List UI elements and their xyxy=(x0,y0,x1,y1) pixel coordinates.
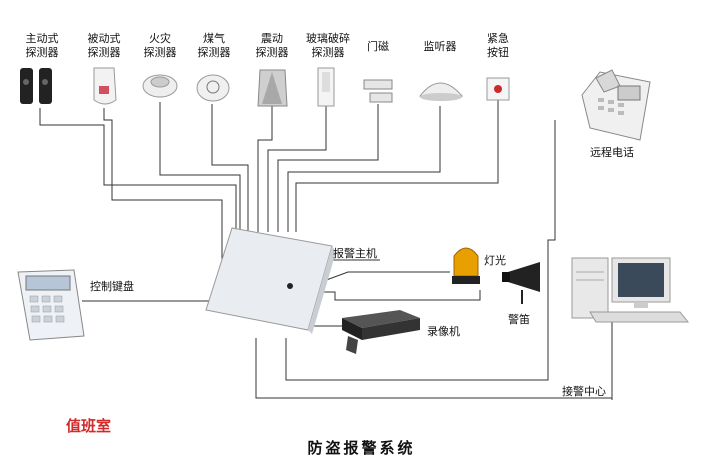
wire-glass-detector xyxy=(267,106,327,232)
sensor-label-active: 主动式 探测器 xyxy=(12,32,72,60)
host-label: 报警主机 xyxy=(333,247,377,260)
sensor-label-line1: 火灾 xyxy=(149,32,171,45)
wire-light xyxy=(309,271,450,287)
sensor-label-line1: 紧急 xyxy=(487,32,509,45)
sensor-label-passive: 被动式 探测器 xyxy=(74,32,134,60)
sensor-label-line2: 探测器 xyxy=(143,46,177,59)
sensor-label-line1: 主动式 xyxy=(25,32,59,45)
sensor-label-line1: 玻璃破碎 xyxy=(306,32,350,45)
alarm-host-box xyxy=(205,227,336,334)
wire-door-magnet xyxy=(277,104,379,232)
wire-active-detector xyxy=(39,108,237,232)
sensor-label-line2: 探测器 xyxy=(255,46,289,59)
sensor-label-fire: 火灾 探测器 xyxy=(130,32,190,60)
smoke-detector-icon xyxy=(142,74,178,98)
sensor-label-line2: 按钮 xyxy=(487,46,509,59)
emergency-button-icon xyxy=(486,77,510,101)
diagram-title: 防盗报警系统 xyxy=(307,439,416,457)
sensor-label-glass: 玻璃破碎 探测器 xyxy=(298,32,358,60)
warning-light-icon xyxy=(452,247,480,284)
sensor-label-line1: 震动 xyxy=(261,32,283,45)
sensor-label-gas: 煤气 探测器 xyxy=(184,32,244,60)
siren-label: 警笛 xyxy=(508,313,530,326)
duty-room-label: 值班室 xyxy=(66,417,112,435)
passive-infrared-detector-icon xyxy=(93,67,117,105)
vibration-detector-icon xyxy=(257,69,288,107)
keypad-label: 控制键盘 xyxy=(90,280,134,293)
sensor-label-emergency: 紧急 按钮 xyxy=(468,32,528,60)
recorder-label: 录像机 xyxy=(427,325,460,338)
wire-vibration-detector xyxy=(257,106,273,232)
phone-icon xyxy=(581,69,651,141)
wire-listener xyxy=(287,106,441,232)
sensor-label-vibration: 震动 探测器 xyxy=(242,32,302,60)
sensor-label-line2: 探测器 xyxy=(87,46,121,59)
door-magnet-icon xyxy=(363,79,393,103)
glass-break-detector-icon xyxy=(317,67,335,107)
sensor-label-line1: 门磁 xyxy=(367,40,389,53)
wire-passive-detector xyxy=(103,108,223,268)
sensor-label-line1: 被动式 xyxy=(87,32,121,45)
computer-icon xyxy=(571,257,690,323)
light-label: 灯光 xyxy=(484,254,506,267)
wire-center xyxy=(255,320,613,399)
sensor-label-line2: 探测器 xyxy=(25,46,59,59)
sensor-label-line1: 煤气 xyxy=(203,32,225,45)
sensor-label-door: 门磁 xyxy=(348,40,408,54)
center-label: 接警中心 xyxy=(562,385,606,398)
siren-icon xyxy=(502,262,540,304)
sensor-label-line1: 监听器 xyxy=(423,40,457,53)
gas-detector-icon xyxy=(196,74,230,102)
phone-label: 远程电话 xyxy=(590,146,634,159)
keypad-icon xyxy=(17,269,85,341)
sensor-label-line2: 探测器 xyxy=(311,46,345,59)
wire-phone xyxy=(285,120,556,381)
sensor-label-listener: 监听器 xyxy=(410,40,470,54)
wire-emergency-button xyxy=(295,100,499,232)
active-infrared-detector-icon xyxy=(20,68,52,104)
wire-gas-detector xyxy=(211,104,249,232)
wire-smoke-detector xyxy=(159,102,241,232)
listener-icon xyxy=(418,82,464,101)
sensor-label-line2: 探测器 xyxy=(197,46,231,59)
wire-siren xyxy=(320,290,481,301)
video-recorder-icon xyxy=(342,310,420,354)
